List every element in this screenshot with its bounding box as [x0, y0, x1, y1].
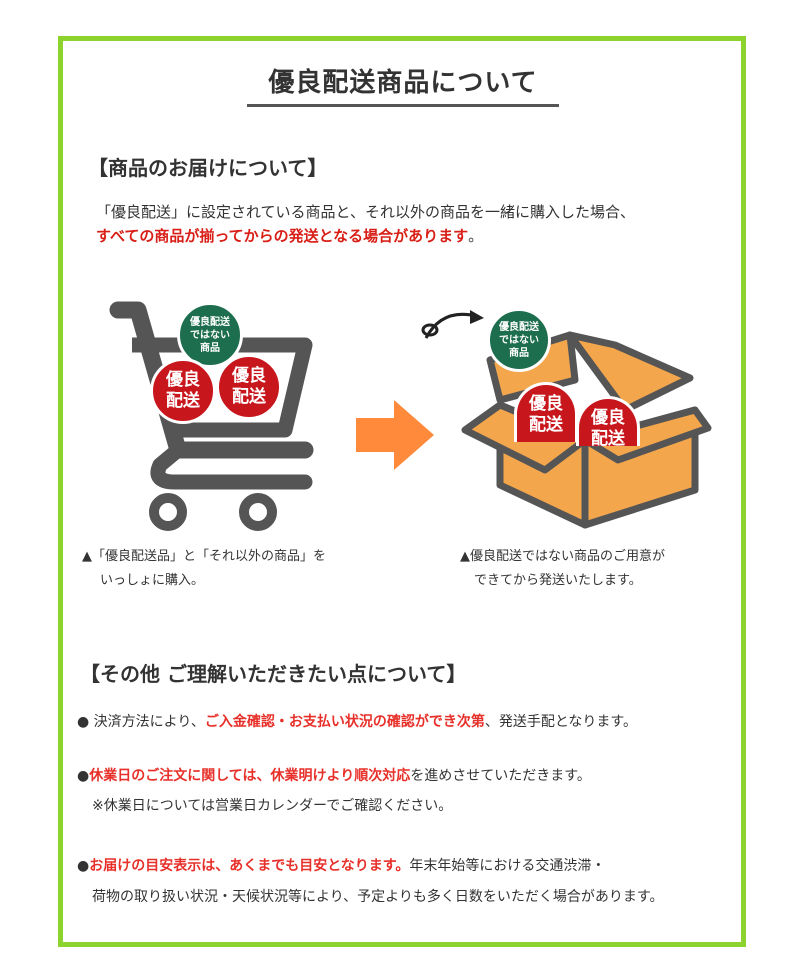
delivery-text-line2: すべての商品が揃ってからの発送となる場合があります。 — [96, 227, 484, 245]
section-heading-notes: 【その他 ご理解いただきたい点について】 — [80, 662, 467, 686]
premium-badge: 優良 配送 — [150, 358, 216, 424]
premium-badge: 優良 配送 — [216, 354, 282, 420]
premium-badge: 優良 配送 — [514, 382, 578, 442]
note-delivery-delay: 荷物の取り扱い状況・天候状況等により、予定よりも多く日数をいただく場合があります… — [92, 889, 664, 905]
note-item-payment: ● 決済方法により、ご入金確認・お支払い状況の確認ができ次第、発送手配となります… — [77, 714, 638, 730]
caption-cart: ▲「優良配送品」と「それ以外の商品」を いっしょに購入。 — [82, 549, 326, 588]
delivery-text-line1: 「優良配送」に設定されている商品と、それ以外の商品を一緒に購入した場合、 — [96, 203, 635, 221]
non-premium-badge: 優良配送 ではない 商品 — [487, 308, 551, 372]
right-arrow-icon — [356, 400, 434, 470]
delivery-warning: すべての商品が揃ってからの発送となる場合があります — [96, 227, 469, 245]
title-underline — [247, 104, 559, 107]
page-title: 優良配送商品について — [268, 68, 538, 98]
note-item-holiday: ●休業日のご注文に関しては、休業明けより順次対応を進めさせていただきます。 — [77, 768, 591, 784]
section-heading-delivery: 【商品のお届けについて】 — [88, 156, 328, 180]
non-premium-badge: 優良配送 ではない 商品 — [177, 302, 243, 368]
note-item-delivery-estimate: ●お届けの目安表示は、あくまでも目安となります。年末年始等における交通渋滞・ — [77, 858, 606, 874]
caption-box: ▲優良配送ではない商品のご用意が できてから発送いたします。 — [460, 549, 665, 588]
note-holiday-calendar: ※休業日については営業日カレンダーでご確認ください。 — [92, 798, 453, 814]
premium-badge: 優良 配送 — [576, 396, 640, 446]
